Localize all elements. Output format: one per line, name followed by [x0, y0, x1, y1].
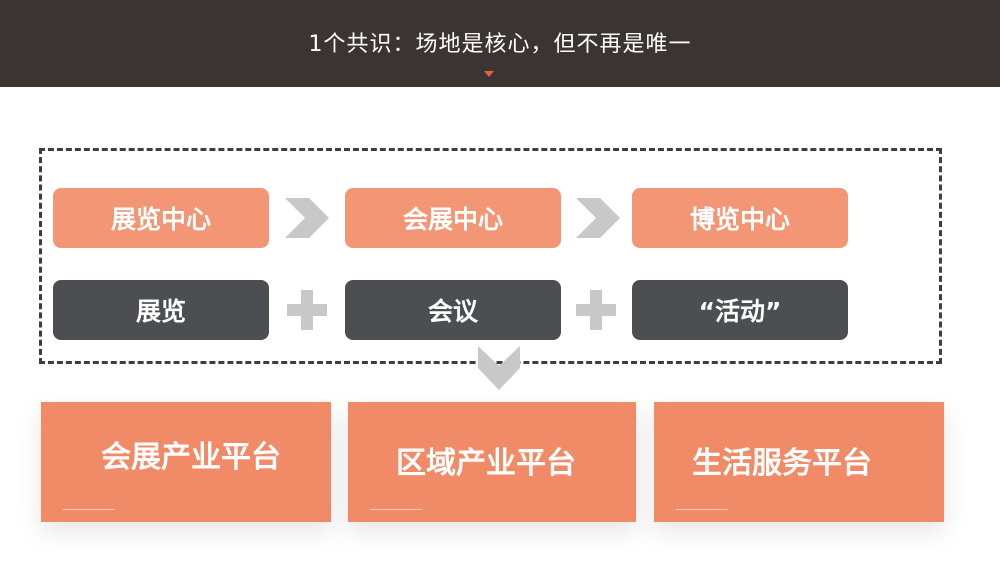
plus-icon — [576, 290, 616, 330]
venue-box-exhibition-center: 展览中心 — [53, 188, 269, 248]
activity-box-label: 会议 — [427, 297, 478, 326]
activity-box-conference: 会议 — [345, 280, 561, 340]
plus-icon — [287, 290, 327, 330]
venue-box-label: 会展中心 — [402, 205, 503, 234]
activity-box-exhibition: 展览 — [53, 280, 269, 340]
platform-label: 生活服务平台 — [692, 446, 872, 481]
venue-box-convention-center: 会展中心 — [345, 188, 561, 248]
platform-label: 区域产业平台 — [396, 446, 576, 481]
header-title: 1个共识：场地是核心，但不再是唯一 — [308, 32, 692, 57]
venue-box-label: 博览中心 — [689, 205, 790, 234]
header-bar: 1个共识：场地是核心，但不再是唯一 — [0, 0, 1000, 87]
activity-box-events: “活动” — [632, 280, 848, 340]
platform-box-regional-industry: 区域产业平台 — [348, 402, 636, 522]
platform-divider — [676, 509, 728, 510]
platform-box-life-services: 生活服务平台 — [654, 402, 944, 522]
platform-label: 会展产业平台 — [101, 440, 281, 475]
activity-box-label: 展览 — [135, 297, 186, 326]
platform-divider — [63, 509, 115, 510]
platform-divider — [370, 509, 422, 510]
chevron-right-icon — [285, 198, 329, 238]
caret-down-icon — [484, 71, 494, 77]
venue-box-expo-center: 博览中心 — [632, 188, 848, 248]
chevron-down-icon — [478, 346, 520, 390]
chevron-right-icon — [576, 198, 620, 238]
platform-box-exhibition-industry: 会展产业平台 — [41, 402, 331, 522]
venue-box-label: 展览中心 — [110, 205, 211, 234]
activity-box-label: “活动” — [698, 297, 782, 326]
